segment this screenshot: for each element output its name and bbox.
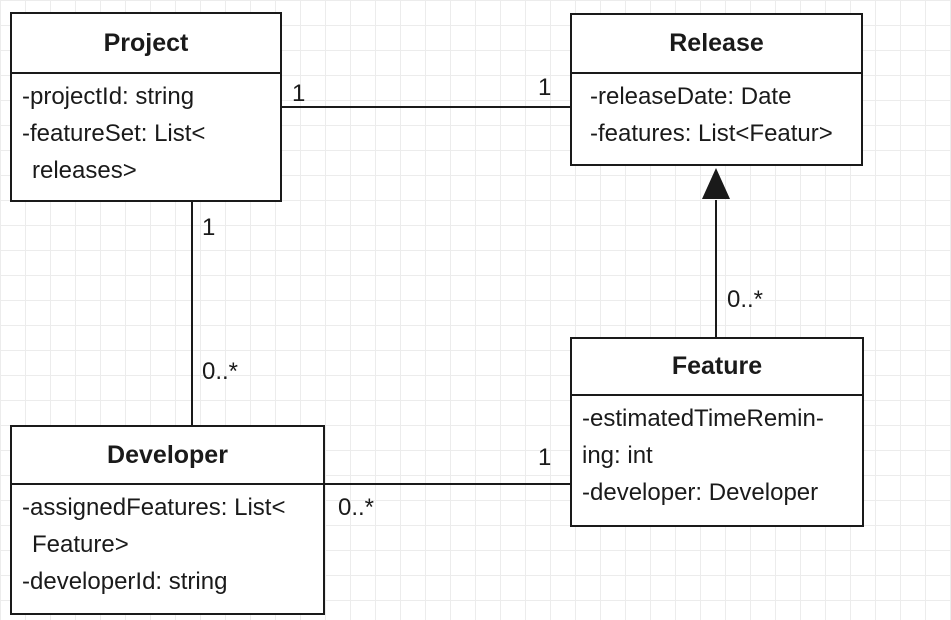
- multiplicity-project-developer-project-end: 1: [202, 214, 216, 241]
- class-feature[interactable]: Feature -estimatedTimeRemin- ing: int -d…: [570, 337, 864, 527]
- class-developer[interactable]: Developer -assignedFeatures: List< Featu…: [10, 425, 325, 615]
- attribute: -projectId: string: [22, 83, 195, 110]
- attribute: -estimatedTimeRemin-: [582, 405, 824, 432]
- class-feature-name: Feature: [572, 339, 862, 396]
- attribute: -assignedFeatures: List<: [22, 494, 286, 521]
- attribute: -developer: Developer: [582, 479, 819, 506]
- attribute-continuation: Feature>: [32, 531, 129, 558]
- multiplicity-feature-release-feature-end: 0..*: [727, 286, 764, 313]
- class-developer-attributes: -assignedFeatures: List< Feature> -devel…: [12, 485, 323, 600]
- attribute-continuation: releases>: [32, 157, 137, 184]
- multiplicity-project-release-project-end: 1: [292, 80, 306, 107]
- class-project-attributes: -projectId: string -featureSet: List< re…: [12, 74, 280, 189]
- class-feature-attributes: -estimatedTimeRemin- ing: int -developer…: [572, 396, 862, 511]
- class-release-name: Release: [572, 15, 861, 74]
- class-project[interactable]: Project -projectId: string -featureSet: …: [10, 12, 282, 202]
- class-project-name: Project: [12, 14, 280, 74]
- attribute: -features: List<Featur>: [590, 120, 833, 147]
- class-release[interactable]: Release -releaseDate: Date -features: Li…: [570, 13, 863, 166]
- class-release-attributes: -releaseDate: Date -features: List<Featu…: [572, 74, 861, 152]
- multiplicity-developer-feature-developer-end: 0..*: [338, 494, 375, 521]
- attribute: ing: int: [582, 442, 653, 469]
- multiplicity-project-release-release-end: 1: [538, 74, 552, 101]
- attribute: -featureSet: List<: [22, 120, 206, 147]
- multiplicity-project-developer-developer-end: 0..*: [202, 358, 239, 385]
- attribute: -releaseDate: Date: [590, 83, 792, 110]
- class-developer-name: Developer: [12, 427, 323, 485]
- multiplicity-developer-feature-feature-end: 1: [538, 444, 552, 471]
- attribute: -developerId: string: [22, 568, 228, 595]
- generalization-arrowhead: [702, 168, 730, 199]
